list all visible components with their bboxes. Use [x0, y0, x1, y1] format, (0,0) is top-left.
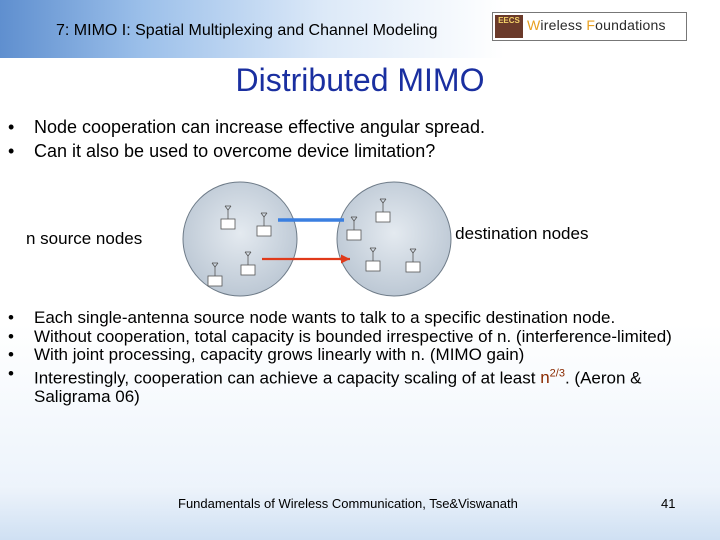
wireless-foundations-logo: EECS Wireless Foundations [492, 12, 687, 41]
page-number: 41 [661, 496, 676, 511]
bullet-item: Without cooperation, total capacity is b… [8, 327, 698, 347]
destination-cluster [336, 181, 452, 297]
logo-text: Wireless Foundations [527, 17, 666, 33]
arrow-head-icon [341, 254, 350, 264]
bullet-item: With joint processing, capacity grows li… [8, 345, 698, 365]
source-nodes-label: n source nodes [26, 229, 143, 248]
course-header-title: 7: MIMO I: Spatial Multiplexing and Chan… [56, 22, 438, 39]
footer-band [0, 486, 720, 540]
eecs-badge-icon: EECS [495, 15, 523, 38]
source-cluster [182, 181, 298, 297]
bullet-item: Can it also be used to overcome device l… [8, 141, 698, 161]
bottom-bullet-list: Each single-antenna source node wants to… [8, 308, 698, 407]
top-bullet-list: Node cooperation can increase effective … [8, 117, 698, 165]
bullet-item-scaling: Interestingly, cooperation can achieve a… [8, 365, 698, 407]
slide-title: Distributed MIMO [235, 62, 485, 98]
footer-text: Fundamentals of Wireless Communication, … [178, 496, 518, 511]
destination-nodes-label: n destination nodes [441, 224, 589, 243]
bullet-item: Node cooperation can increase effective … [8, 117, 698, 137]
bullet-item: Each single-antenna source node wants to… [8, 308, 698, 328]
distributed-mimo-diagram [182, 181, 452, 297]
